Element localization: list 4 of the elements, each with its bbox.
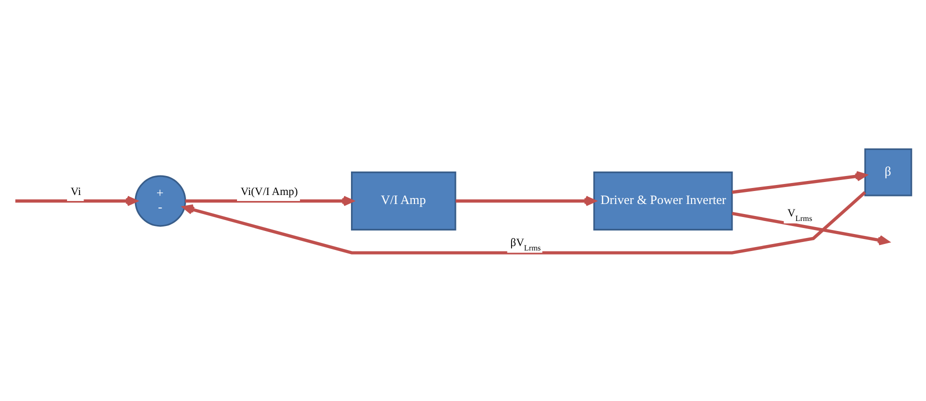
edge-label: Vi(V/I Amp)	[240, 186, 298, 198]
edge-label: V$_{Lrms}$	[787, 207, 812, 223]
edge-label: Vi	[70, 186, 82, 198]
edge-label: βV$_{Lrms}$	[510, 236, 541, 252]
